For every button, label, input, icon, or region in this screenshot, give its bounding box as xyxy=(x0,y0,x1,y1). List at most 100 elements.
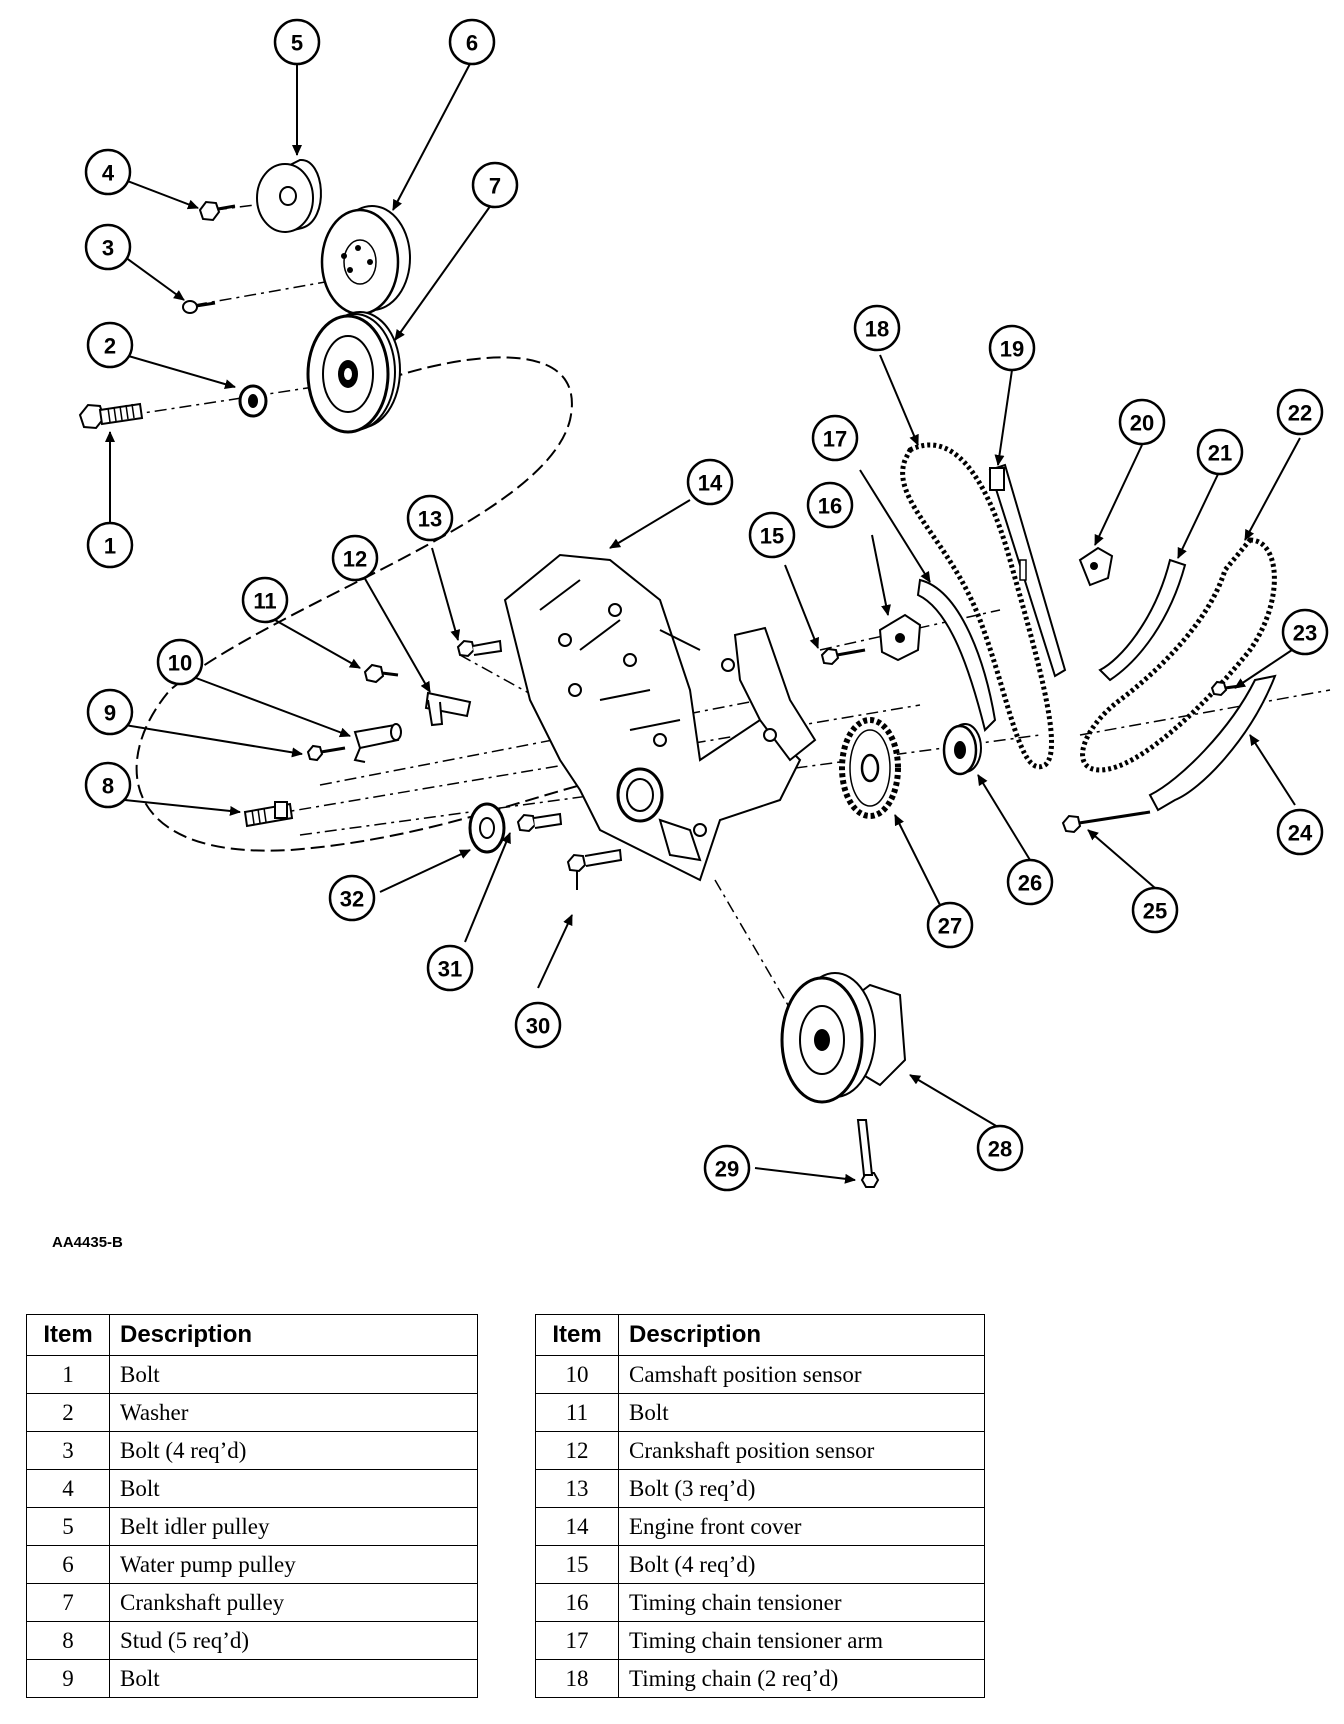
callout-29: 29 xyxy=(715,1157,739,1182)
part-pulse-ring-27 xyxy=(839,717,901,819)
part-tensioner-arm-21 xyxy=(1098,558,1187,682)
part-engine-front-cover-14 xyxy=(503,553,817,882)
callout-30: 30 xyxy=(526,1014,550,1039)
leader-arrows xyxy=(105,59,1301,1184)
item-description: Crankshaft pulley xyxy=(109,1583,478,1622)
item-description: Timing chain (2 req’d) xyxy=(618,1659,985,1698)
item-description: Stud (5 req’d) xyxy=(109,1621,478,1660)
item-number: 12 xyxy=(535,1431,619,1470)
part-timing-chain-guide-24 xyxy=(1148,674,1277,812)
callout-6: 6 xyxy=(466,31,478,56)
item-number: 4 xyxy=(26,1469,110,1508)
part-camshaft-position-sensor-10 xyxy=(353,723,402,763)
item-description: Bolt (4 req’d) xyxy=(618,1545,985,1584)
callout-18: 18 xyxy=(865,317,889,342)
callout-4: 4 xyxy=(102,161,115,186)
callout-9: 9 xyxy=(104,701,116,726)
table-header-row: Item Description xyxy=(535,1314,985,1356)
callout-3: 3 xyxy=(102,236,114,261)
item-description: Engine front cover xyxy=(618,1507,985,1546)
exploded-parts-diagram: 1 2 3 4 5 6 7 8 9 10 11 12 13 14 15 16 1… xyxy=(78,18,1331,1192)
callout-24: 24 xyxy=(1288,821,1313,846)
part-timing-chain-guide-19 xyxy=(988,463,1067,678)
part-water-pump-pulley-6 xyxy=(320,205,411,316)
callout-2: 2 xyxy=(104,334,116,359)
callout-16: 16 xyxy=(818,494,842,519)
part-seal-32 xyxy=(468,802,506,854)
item-number: 14 xyxy=(535,1507,619,1546)
item-number: 7 xyxy=(26,1583,110,1622)
callout-19: 19 xyxy=(1000,337,1024,362)
item-number: 3 xyxy=(26,1431,110,1470)
callout-25: 25 xyxy=(1143,899,1167,924)
part-crankshaft-sprocket-26 xyxy=(942,723,982,776)
callout-27: 27 xyxy=(938,914,962,939)
callout-32: 32 xyxy=(340,887,364,912)
item-number: 18 xyxy=(535,1659,619,1698)
part-timing-chain-tensioner-16 xyxy=(878,613,922,662)
callout-12: 12 xyxy=(343,547,367,572)
part-crankshaft-pulley-7 xyxy=(306,311,401,434)
part-bolt-11 xyxy=(363,663,399,684)
item-description: Timing chain tensioner xyxy=(618,1583,985,1622)
item-description: Bolt xyxy=(109,1355,478,1394)
callout-10: 10 xyxy=(168,651,192,676)
item-number: 11 xyxy=(535,1393,619,1432)
item-description: Bolt xyxy=(618,1393,985,1432)
callout-23: 23 xyxy=(1293,621,1317,646)
item-number: 16 xyxy=(535,1583,619,1622)
part-bolt-29 xyxy=(856,1119,880,1188)
callout-28: 28 xyxy=(988,1137,1012,1162)
part-belt-idler-pulley-5 xyxy=(256,158,322,233)
item-number: 8 xyxy=(26,1621,110,1660)
part-timing-chain-tensioner-arm-17 xyxy=(916,578,997,732)
callout-20: 20 xyxy=(1130,411,1154,436)
item-description: Washer xyxy=(109,1393,478,1432)
part-bolt-3 xyxy=(182,300,216,314)
callout-1: 1 xyxy=(104,534,116,559)
part-power-steering-pump-28 xyxy=(780,972,907,1104)
table-header-row: Item Description xyxy=(26,1314,478,1356)
callout-26: 26 xyxy=(1018,871,1042,896)
callout-21: 21 xyxy=(1208,441,1232,466)
part-bolt-13 xyxy=(456,639,503,658)
part-stud-8 xyxy=(243,801,294,828)
item-description: Bolt xyxy=(109,1469,478,1508)
part-bolt-9 xyxy=(306,744,346,762)
item-description: Belt idler pulley xyxy=(109,1507,478,1546)
figure-id: AA4435-B xyxy=(52,1234,123,1251)
part-tensioner-20 xyxy=(1078,546,1114,587)
part-bolt-31 xyxy=(516,812,563,833)
item-description: Bolt xyxy=(109,1659,478,1698)
callout-circles xyxy=(84,18,1329,1192)
callout-31: 31 xyxy=(438,957,462,982)
item-number: 2 xyxy=(26,1393,110,1432)
item-number: 1 xyxy=(26,1355,110,1394)
item-number: 10 xyxy=(535,1355,619,1394)
column-header-description: Description xyxy=(618,1314,985,1356)
item-number: 9 xyxy=(26,1659,110,1698)
part-crankshaft-position-sensor-12 xyxy=(424,691,472,727)
part-bolt-15 xyxy=(820,647,866,666)
callout-15: 15 xyxy=(760,524,784,549)
item-number: 5 xyxy=(26,1507,110,1546)
callout-5: 5 xyxy=(291,31,303,56)
item-description: Bolt (4 req’d) xyxy=(109,1431,478,1470)
callout-7: 7 xyxy=(489,174,501,199)
item-number: 13 xyxy=(535,1469,619,1508)
callout-13: 13 xyxy=(418,507,442,532)
